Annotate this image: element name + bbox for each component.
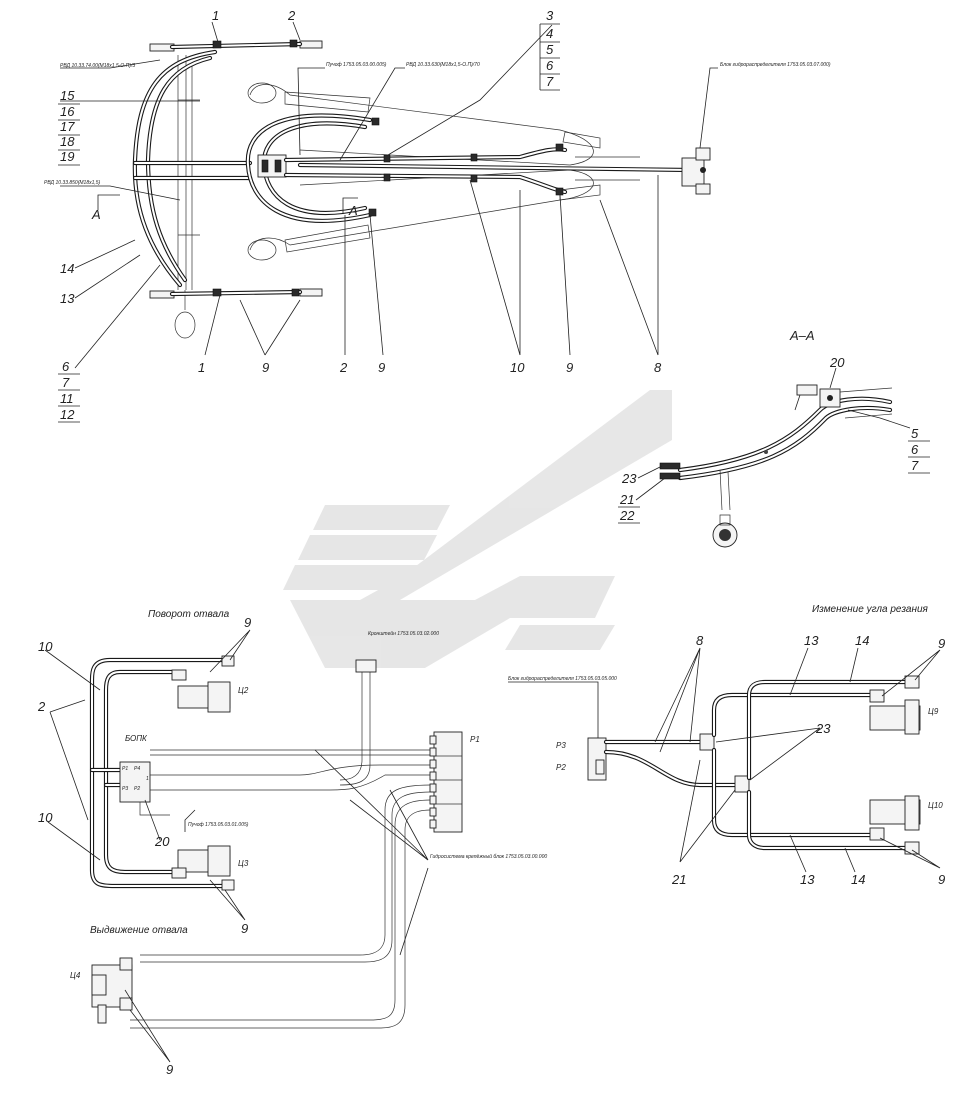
callout-21-aa: 21 bbox=[619, 492, 634, 507]
callout-14-schem-top: 14 bbox=[855, 633, 869, 648]
caption-cut-angle: Изменение угла резания bbox=[812, 604, 929, 615]
callout-23-aa: 23 bbox=[621, 471, 637, 486]
callout-3: 3 bbox=[546, 8, 554, 23]
watermark-logo bbox=[283, 390, 672, 668]
callout-14-schem-bottom: 14 bbox=[851, 872, 865, 887]
callout-6-aa: 6 bbox=[911, 442, 919, 457]
cut-angle-schematic bbox=[508, 647, 941, 873]
bopk-port-p4: P4 bbox=[134, 766, 140, 772]
callout-9-b: 9 bbox=[378, 360, 385, 375]
callout-19: 19 bbox=[60, 149, 74, 164]
callout-17: 17 bbox=[60, 119, 75, 134]
section-aa-title: А–А bbox=[789, 328, 815, 343]
callout-4: 4 bbox=[546, 26, 553, 41]
caption-c3: Ц3 bbox=[238, 859, 249, 868]
callout-20-aa: 20 bbox=[829, 355, 845, 370]
callout-7-left: 7 bbox=[62, 375, 70, 390]
caption-blade-extend: Выдвижение отвала bbox=[90, 925, 188, 936]
callout-18: 18 bbox=[60, 134, 75, 149]
blade-hydraulic-schematic: P1 P4 P3 P2 1 bbox=[44, 629, 463, 1063]
callout-9-a: 9 bbox=[262, 360, 269, 375]
note-rvd-left-mid: РВД 10.33.850(М18х1,5) bbox=[44, 180, 101, 186]
bopk-port-p2: P2 bbox=[134, 786, 140, 792]
caption-p1: Р1 bbox=[470, 735, 480, 744]
caption-c2: Ц2 bbox=[238, 686, 249, 695]
callout-6-left: 6 bbox=[62, 359, 70, 374]
section-aa-view bbox=[635, 367, 911, 548]
callout-13-schem-top: 13 bbox=[804, 633, 819, 648]
caption-p3: Р3 bbox=[556, 741, 566, 750]
note-bracket-center: Кронштейн 1753.05.03.02.000 bbox=[368, 630, 439, 637]
note-rvd-top-mid: РВД 10.33.630(М18х1,5-О.П)/70 bbox=[406, 62, 480, 68]
callout-1-top: 1 bbox=[212, 8, 219, 23]
callout-8-top: 8 bbox=[654, 360, 662, 375]
callout-10-b: 10 bbox=[38, 810, 53, 825]
callout-23-schem: 23 bbox=[815, 721, 831, 736]
callout-8-schem: 8 bbox=[696, 633, 704, 648]
callout-9-c: 9 bbox=[566, 360, 573, 375]
callout-15: 15 bbox=[60, 88, 75, 103]
callout-1-bottom: 1 bbox=[198, 360, 205, 375]
callout-6-top: 6 bbox=[546, 58, 554, 73]
top-assembly bbox=[60, 21, 718, 369]
caption-p2: Р2 bbox=[556, 763, 566, 772]
callout-9-c9: 9 bbox=[938, 636, 945, 651]
callout-13-schem-bottom: 13 bbox=[800, 872, 815, 887]
note-block-top-right: Блок гидрораспределителя 1753.05.03.07.0… bbox=[720, 62, 831, 68]
note-pucf-top: Пучоф 1753.05.03.00.005) bbox=[326, 62, 387, 68]
bopk-port-p3: P3 bbox=[122, 786, 128, 792]
caption-blade-turn: Поворот отвала bbox=[148, 609, 230, 620]
callout-2-schem: 2 bbox=[37, 699, 46, 714]
section-a-left: A bbox=[91, 207, 101, 222]
callout-9-c3: 9 bbox=[241, 921, 248, 936]
callout-11: 11 bbox=[60, 391, 74, 406]
section-a-right: A bbox=[348, 203, 358, 218]
caption-bopk: БОПК bbox=[125, 734, 148, 743]
callout-13-top: 13 bbox=[60, 291, 75, 306]
callout-21-schem: 21 bbox=[671, 872, 686, 887]
callout-9-c2: 9 bbox=[244, 615, 251, 630]
callout-9-c4: 9 bbox=[166, 1062, 173, 1077]
callout-5-aa: 5 bbox=[911, 426, 919, 441]
note-rvd-top-left: РВД 10.33.74.00(М18х1,5-О.П)/3 bbox=[60, 63, 135, 69]
callout-20-schem: 20 bbox=[154, 834, 170, 849]
note-hydrosystem-bottom: Гидросистема крепёжный блок 1753.05.03.0… bbox=[430, 853, 547, 860]
callout-14-top: 14 bbox=[60, 261, 74, 276]
caption-c10: Ц10 bbox=[928, 801, 943, 810]
callout-22: 22 bbox=[619, 508, 635, 523]
note-block-hydro-bottom: Блок гидрораспределителя 1753.05.03.05.0… bbox=[508, 676, 617, 682]
callout-12: 12 bbox=[60, 407, 75, 422]
callout-10-a: 10 bbox=[38, 639, 53, 654]
callout-5-top: 5 bbox=[546, 42, 554, 57]
note-pucf-bottom: Пучоф 1753.05.03.01.005) bbox=[188, 822, 249, 828]
callout-2-top: 2 bbox=[287, 8, 296, 23]
callout-9-c10: 9 bbox=[938, 872, 945, 887]
bopk-port-p1: P1 bbox=[122, 766, 128, 772]
callout-7-top: 7 bbox=[546, 74, 554, 89]
callout-2-bottom: 2 bbox=[339, 360, 348, 375]
caption-c4: Ц4 bbox=[70, 971, 81, 980]
callout-10-top: 10 bbox=[510, 360, 525, 375]
callout-7-aa: 7 bbox=[911, 458, 919, 473]
bopk-port-1: 1 bbox=[146, 776, 149, 782]
caption-c9: Ц9 bbox=[928, 707, 939, 716]
callout-16: 16 bbox=[60, 104, 75, 119]
